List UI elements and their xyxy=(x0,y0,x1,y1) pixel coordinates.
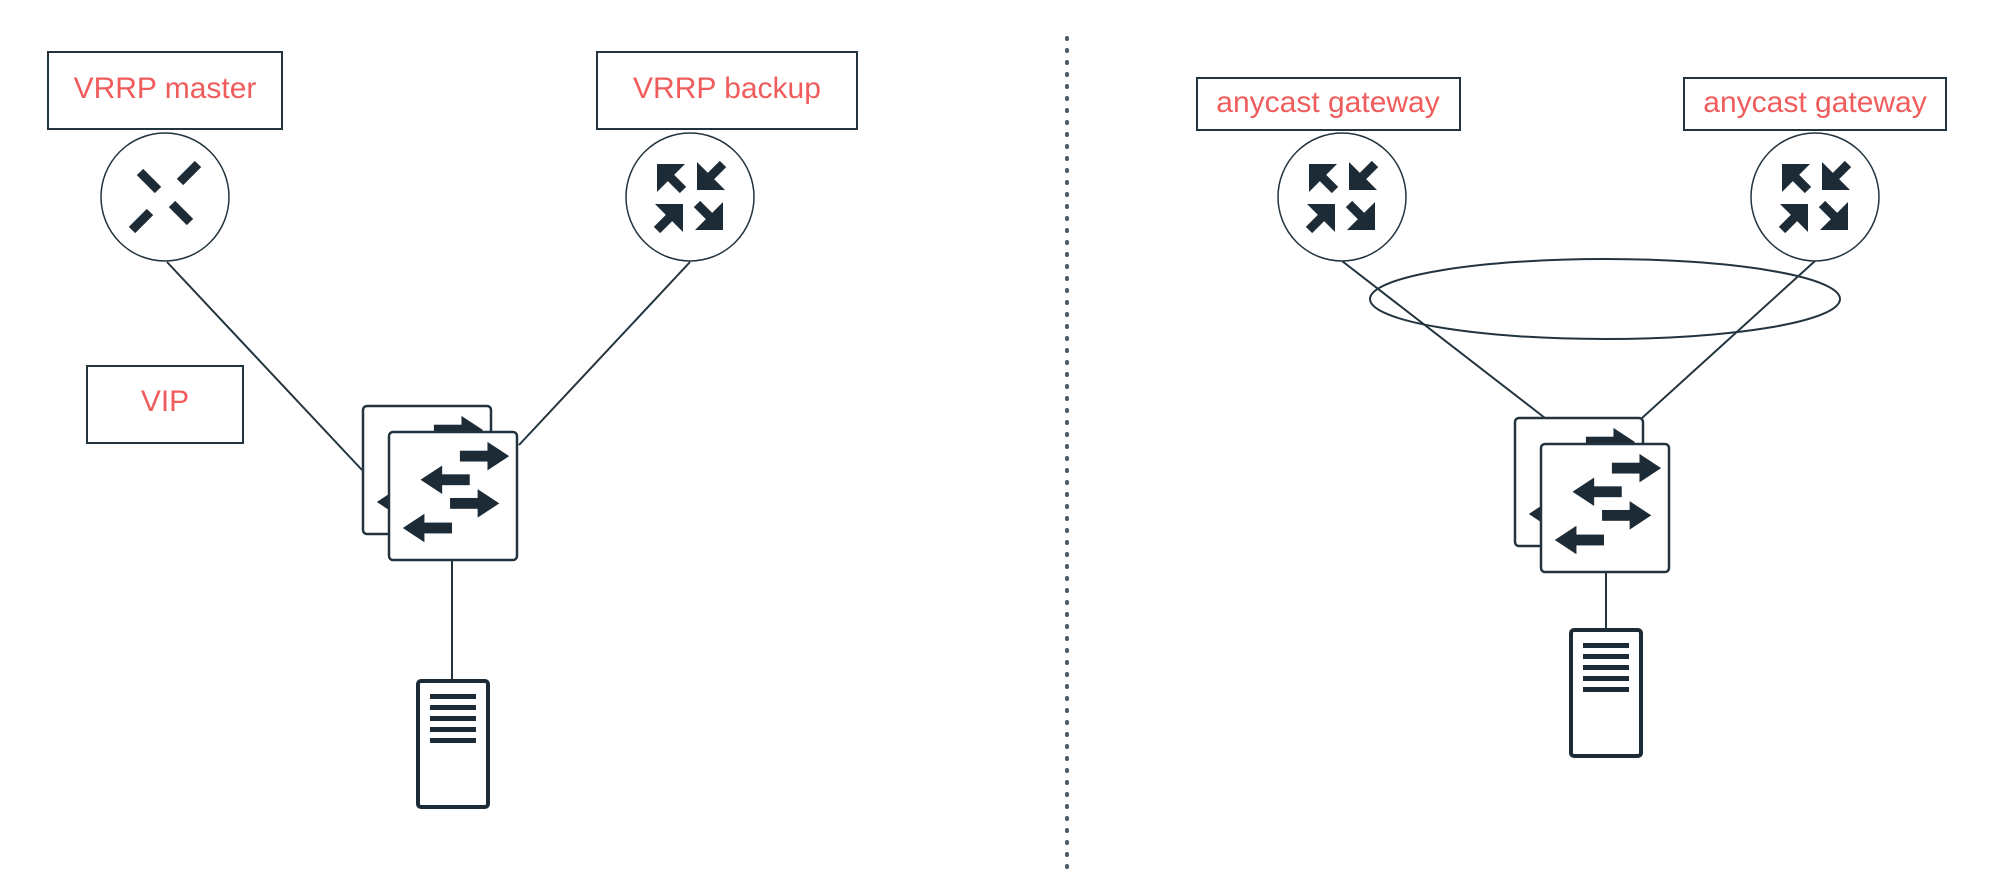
vip-label-box: VIP xyxy=(86,365,244,444)
vrrp-backup-label: VRRP backup xyxy=(633,72,821,105)
server-icon xyxy=(1569,628,1643,758)
anycast-gateway-left-label: anycast gateway xyxy=(1216,86,1439,119)
link-gateway-right-switch xyxy=(1641,260,1816,419)
router-icon xyxy=(625,132,755,262)
vrrp-master-label: VRRP master xyxy=(74,72,257,105)
link-gateway-left-switch xyxy=(1341,260,1546,419)
left-panel: VRRP master VRRP backup VIP xyxy=(47,51,858,809)
vrrp-master-label-box: VRRP master xyxy=(47,51,283,130)
server-icon xyxy=(416,679,490,809)
anycast-gateway-right-label: anycast gateway xyxy=(1703,86,1926,119)
switch-icon xyxy=(361,404,519,562)
router-icon xyxy=(100,132,230,262)
router-icon xyxy=(1750,132,1880,262)
anycast-gateway-left-label-box: anycast gateway xyxy=(1196,77,1461,131)
vrrp-backup-label-box: VRRP backup xyxy=(596,51,858,130)
right-panel: anycast gateway anycast gateway xyxy=(1196,77,1947,758)
router-icon xyxy=(1277,132,1407,262)
switch-icon xyxy=(1513,416,1671,574)
mclag-bundle-ellipse xyxy=(1369,258,1841,340)
link-backup-switch xyxy=(518,261,691,446)
vip-label: VIP xyxy=(141,385,189,418)
link-master-switch xyxy=(166,261,363,471)
anycast-gateway-right-label-box: anycast gateway xyxy=(1683,77,1947,131)
